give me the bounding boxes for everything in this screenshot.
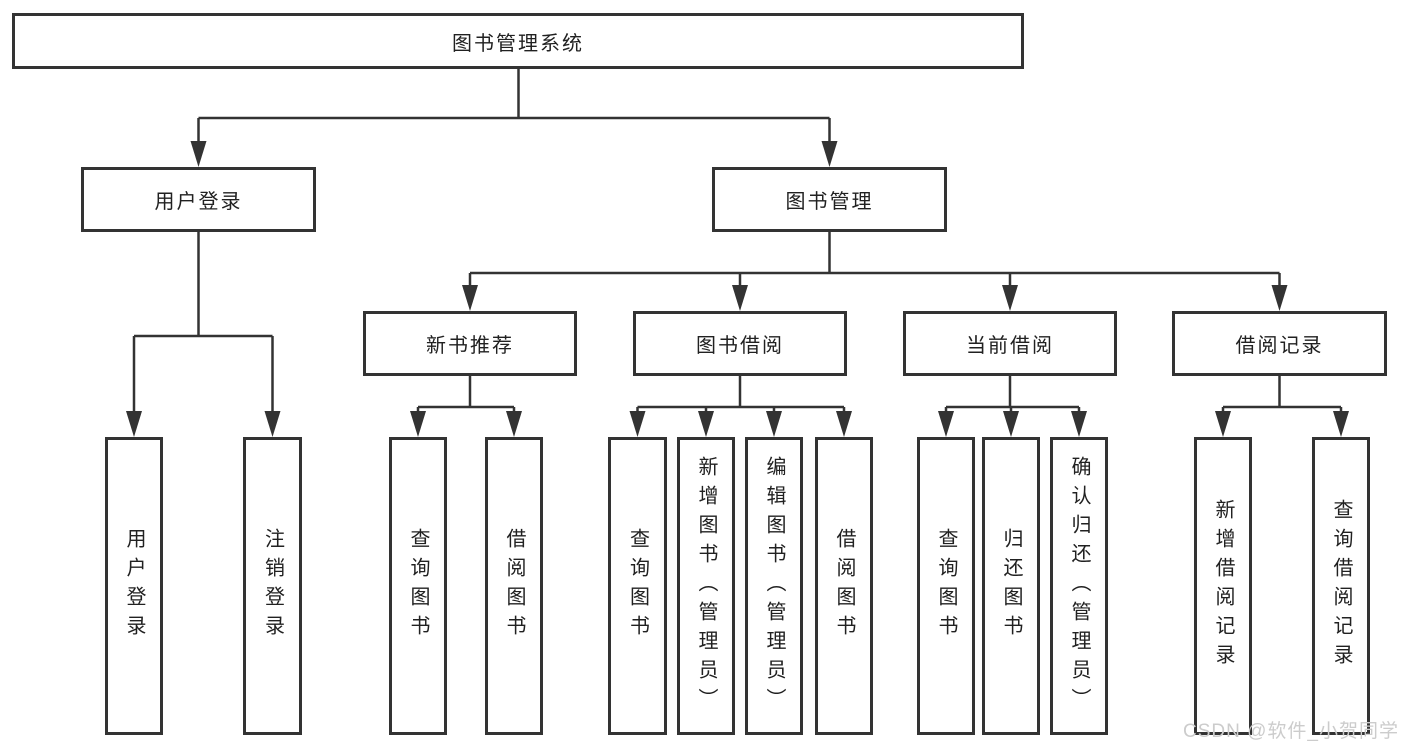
node-current-borrow: 当前借阅 — [903, 311, 1117, 376]
node-label: 借阅记录 — [1235, 335, 1324, 357]
node-label: 图书管理系统 — [452, 32, 584, 55]
node-label: 查询借阅记录 — [1330, 499, 1352, 673]
watermark: CSDN @软件_小贺同学 — [1183, 721, 1399, 742]
node-label: 借阅图书 — [503, 528, 525, 644]
node-label: 新增借阅记录 — [1212, 499, 1234, 673]
leaf-add-book-admin: 新增图书（管理员） — [677, 437, 735, 735]
leaf-current-query-books: 查询图书 — [917, 437, 975, 735]
node-label: 查询图书 — [407, 528, 429, 644]
node-label: 新书推荐 — [426, 335, 514, 357]
leaf-user-login: 用户登录 — [105, 437, 163, 735]
node-label: 新增图书（管理员） — [695, 455, 717, 717]
leaf-add-borrow-record: 新增借阅记录 — [1194, 437, 1252, 735]
node-book-borrow: 图书借阅 — [633, 311, 847, 376]
leaf-edit-book-admin: 编辑图书（管理员） — [745, 437, 803, 735]
node-label: 用户登录 — [154, 191, 243, 213]
node-borrow-records: 借阅记录 — [1172, 311, 1387, 376]
node-label: 确认归还（管理员） — [1068, 455, 1090, 717]
node-label: 图书管理 — [785, 191, 874, 213]
leaf-return-books: 归还图书 — [982, 437, 1040, 735]
node-label: 编辑图书（管理员） — [763, 455, 785, 717]
node-label: 查询图书 — [935, 528, 957, 644]
node-label: 注销登录 — [261, 528, 284, 644]
node-label: 用户登录 — [123, 528, 145, 644]
leaf-newbook-borrow-books: 借阅图书 — [485, 437, 543, 735]
node-root-library-system: 图书管理系统 — [12, 13, 1024, 69]
node-label: 查询图书 — [626, 528, 649, 644]
node-label: 借阅图书 — [833, 528, 855, 644]
node-label: 图书借阅 — [696, 335, 784, 357]
leaf-borrow-query-books: 查询图书 — [608, 437, 667, 735]
leaf-confirm-return-admin: 确认归还（管理员） — [1050, 437, 1108, 735]
node-user-login: 用户登录 — [81, 167, 316, 232]
leaf-query-borrow-record: 查询借阅记录 — [1312, 437, 1370, 735]
node-book-management: 图书管理 — [712, 167, 947, 232]
leaf-newbook-query-books: 查询图书 — [389, 437, 447, 735]
node-label: 当前借阅 — [966, 335, 1054, 357]
node-label: 归还图书 — [1000, 528, 1022, 644]
node-new-book-recommend: 新书推荐 — [363, 311, 577, 376]
leaf-logout: 注销登录 — [243, 437, 302, 735]
leaf-borrow-books: 借阅图书 — [815, 437, 873, 735]
